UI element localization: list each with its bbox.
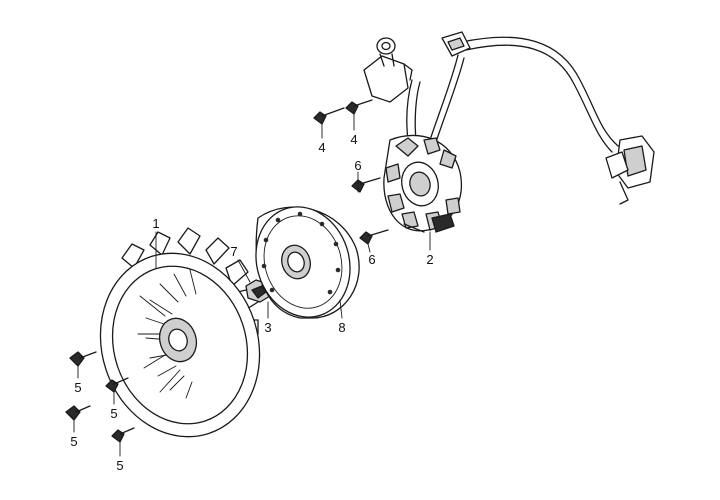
fan-bolt-a xyxy=(69,351,97,367)
fan-bolt-b xyxy=(105,377,129,393)
callout-coil-bolt-a: 6 xyxy=(354,158,361,173)
callout-fan-bolt-c: 5 xyxy=(70,434,77,449)
fan-bolt-d xyxy=(111,427,135,443)
callout-fan-bolt-a: 5 xyxy=(74,380,81,395)
stator-bolt-b xyxy=(345,99,373,115)
stator-assembly xyxy=(363,31,655,233)
callout-fan-bolt-b: 5 xyxy=(110,406,117,421)
stator-bolt-a xyxy=(313,107,345,125)
callout-stator-bolt-b: 4 xyxy=(350,132,357,147)
callout-fan: 1 xyxy=(152,216,159,231)
callout-coil-bolt-b: 6 xyxy=(368,252,375,267)
callout-fan-bolt-d: 5 xyxy=(116,458,123,473)
callout-nut: 7 xyxy=(230,244,237,259)
cooling-fan xyxy=(99,227,261,438)
leader-lines xyxy=(73,113,431,457)
callout-flywheel: 8 xyxy=(338,320,345,335)
callout-center-washer: 3 xyxy=(264,320,271,335)
fan-bolt-c xyxy=(65,405,91,421)
flywheel-rotor xyxy=(255,206,360,319)
coil-bolt-b xyxy=(359,229,389,245)
callout-stator: 2 xyxy=(426,252,433,267)
callout-stator-bolt-a: 4 xyxy=(318,140,325,155)
coil-bolt-a xyxy=(351,177,381,193)
